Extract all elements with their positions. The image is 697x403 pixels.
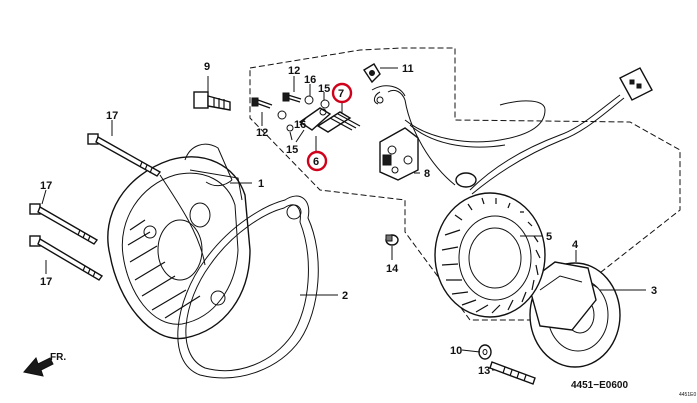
callout-9: 9 [204,61,210,73]
callout-12-upper: 12 [288,65,300,77]
grommet-14 [385,234,399,246]
callout-6: 6 [313,156,319,168]
callout-10: 10 [450,345,462,357]
front-direction-indicator: FR. [23,352,66,377]
corner-code: 4451E0 [679,392,696,398]
callout-4: 4 [572,239,579,251]
diagram-code: 4451−E0600 [571,380,628,391]
callout-16-upper: 16 [304,74,316,86]
callout-17-top: 17 [106,110,118,122]
callout-14: 14 [386,263,399,275]
subassembly-boundary [249,47,681,321]
bolt-9 [193,91,231,111]
callout-12-lower: 12 [256,127,268,139]
switch-assembly [295,107,361,143]
cover-gasket [177,195,319,379]
long-bolt-middle [29,203,99,245]
rotor-hub [527,261,597,331]
callout-5: 5 [546,231,552,243]
callout-2: 2 [342,290,348,302]
washer-10 [478,344,492,360]
long-bolt-top [87,133,162,177]
front-arrow-icon [23,357,54,377]
callout-8: 8 [424,168,430,180]
callout-15-upper: 15 [318,83,330,95]
wire-connector [619,67,653,101]
small-fasteners [251,92,330,132]
callout-7: 7 [338,88,344,100]
callout-13: 13 [478,365,490,377]
callout-16-lower: 16 [294,119,306,131]
callout-3: 3 [651,285,657,297]
highlight-ring-6 [306,150,328,172]
long-bolt-bottom [29,235,104,281]
stator-coil [434,192,546,318]
left-cover [107,143,251,340]
highlight-ring-7 [331,82,353,104]
pulse-generator-plate [379,127,419,181]
callout-11: 11 [402,63,414,75]
wiring-harness [371,85,625,195]
bolt-13 [489,361,536,385]
front-direction-label: FR. [50,352,66,363]
callout-17-bottom: 17 [40,276,52,288]
callout-1: 1 [258,178,264,190]
wire-clamp [363,63,384,105]
callout-17-middle: 17 [40,180,52,192]
callout-15-lower: 15 [286,144,298,156]
leader-lines [41,67,646,371]
